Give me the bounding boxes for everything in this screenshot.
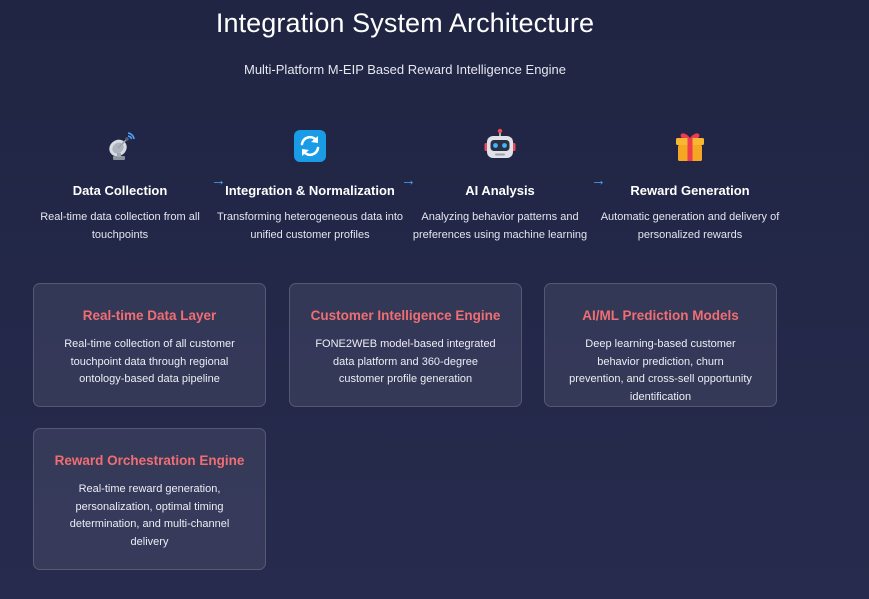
step-title: Integration & Normalization (225, 183, 395, 198)
step-title: Reward Generation (630, 183, 750, 198)
flow-arrow: → (591, 172, 606, 189)
step-description: Automatic generation and delivery of per… (600, 211, 780, 241)
page-subtitle: Multi-Platform M-EIP Based Reward Intell… (243, 62, 567, 77)
flow-step-integration: Integration & Normalization Transforming… (215, 128, 405, 244)
step-description: Analyzing behavior patterns and preferen… (412, 211, 588, 241)
flow-arrow: → (401, 172, 416, 189)
refresh-icon (292, 128, 328, 164)
card-title: Customer Intelligence Engine (310, 308, 501, 323)
step-description: Transforming heterogeneous data into uni… (216, 211, 404, 241)
card-description: Real-time reward generation, personaliza… (69, 483, 230, 548)
card-customer-intelligence-engine: Customer Intelligence Engine FONE2WEB mo… (289, 283, 522, 407)
flow-arrow: → (211, 172, 226, 189)
page-title: Integration System Architecture (215, 8, 595, 38)
flow-step-ai-analysis: AI Analysis Analyzing behavior patterns … (405, 128, 595, 244)
step-description: Real-time data collection from all touch… (40, 211, 200, 241)
card-description: FONE2WEB model-based integrated data pla… (315, 338, 496, 385)
step-title: AI Analysis (465, 183, 535, 198)
gift-icon (672, 128, 708, 164)
card-real-time-data-layer: Real-time Data Layer Real-time collectio… (33, 283, 266, 407)
step-title: Data Collection (72, 183, 168, 198)
flow-step-data-collection: Data Collection Real-time data collectio… (25, 128, 215, 244)
card-description: Real-time collection of all customer tou… (64, 338, 235, 385)
card-title: AI/ML Prediction Models (582, 308, 739, 323)
satellite-dish-icon (102, 128, 138, 164)
card-title: Real-time Data Layer (82, 308, 217, 323)
card-description: Deep learning-based customer behavior pr… (569, 338, 752, 403)
robot-icon (482, 128, 518, 164)
card-title: Reward Orchestration Engine (54, 453, 245, 468)
card-reward-orchestration-engine: Reward Orchestration Engine Real-time re… (33, 428, 266, 570)
card-ai-ml-prediction-models: AI/ML Prediction Models Deep learning-ba… (544, 283, 777, 407)
flow-step-reward-generation: Reward Generation Automatic generation a… (595, 128, 785, 244)
